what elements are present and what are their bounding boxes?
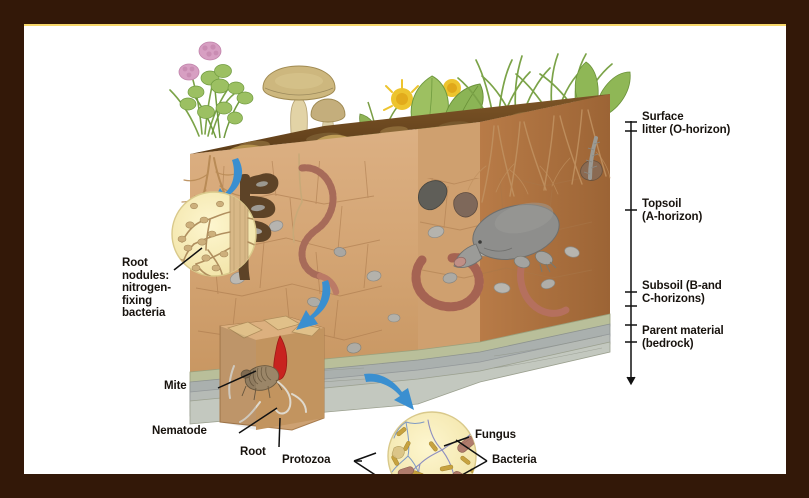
surface-litter-layer (190, 94, 610, 154)
leader-nematode (238, 407, 278, 434)
mite-inset-block (219, 315, 325, 431)
soil-profile-svg (169, 41, 637, 474)
label-topsoil: Topsoil(A-horizon) (642, 198, 703, 223)
leader-protozoa-2 (353, 460, 376, 474)
dandelion-flowers (383, 79, 461, 111)
fungus-hyphae-2 (391, 421, 425, 474)
mole (453, 202, 560, 273)
soil-block (179, 94, 611, 431)
nematode-organisms (228, 365, 307, 423)
label-parent-material: Parent material(bedrock) (642, 325, 724, 350)
leader-lines (173, 247, 488, 474)
leader-fungus (443, 436, 470, 447)
bracket-arrow (626, 376, 636, 386)
leader-protozoa-1 (353, 452, 377, 462)
arrow-to-microbes (364, 373, 414, 410)
label-mite: Mite (164, 380, 187, 392)
arrow-to-mite-block (296, 280, 331, 330)
microbe-magnifier (387, 411, 477, 474)
label-root: Root (240, 446, 266, 458)
label-protozoa: Protozoa (282, 454, 331, 466)
label-bacteria: Bacteria (492, 454, 537, 466)
accent-rule (24, 24, 786, 26)
leader-root-nodules (173, 247, 203, 271)
leader-bacteria-2 (462, 460, 488, 474)
clover-flowers (178, 41, 222, 81)
clover-plant (178, 41, 254, 139)
label-nematode: Nematode (152, 425, 207, 437)
leader-mite (217, 370, 257, 389)
earthworm-right (516, 260, 570, 317)
leader-root (278, 417, 281, 448)
earthworms (298, 164, 340, 296)
horizon-bracket (625, 121, 637, 386)
leader-bacteria-1 (455, 439, 488, 462)
protozoa-organisms (391, 446, 405, 459)
slug (418, 180, 448, 211)
centipede (583, 136, 601, 180)
label-fungus: Fungus (475, 429, 516, 441)
